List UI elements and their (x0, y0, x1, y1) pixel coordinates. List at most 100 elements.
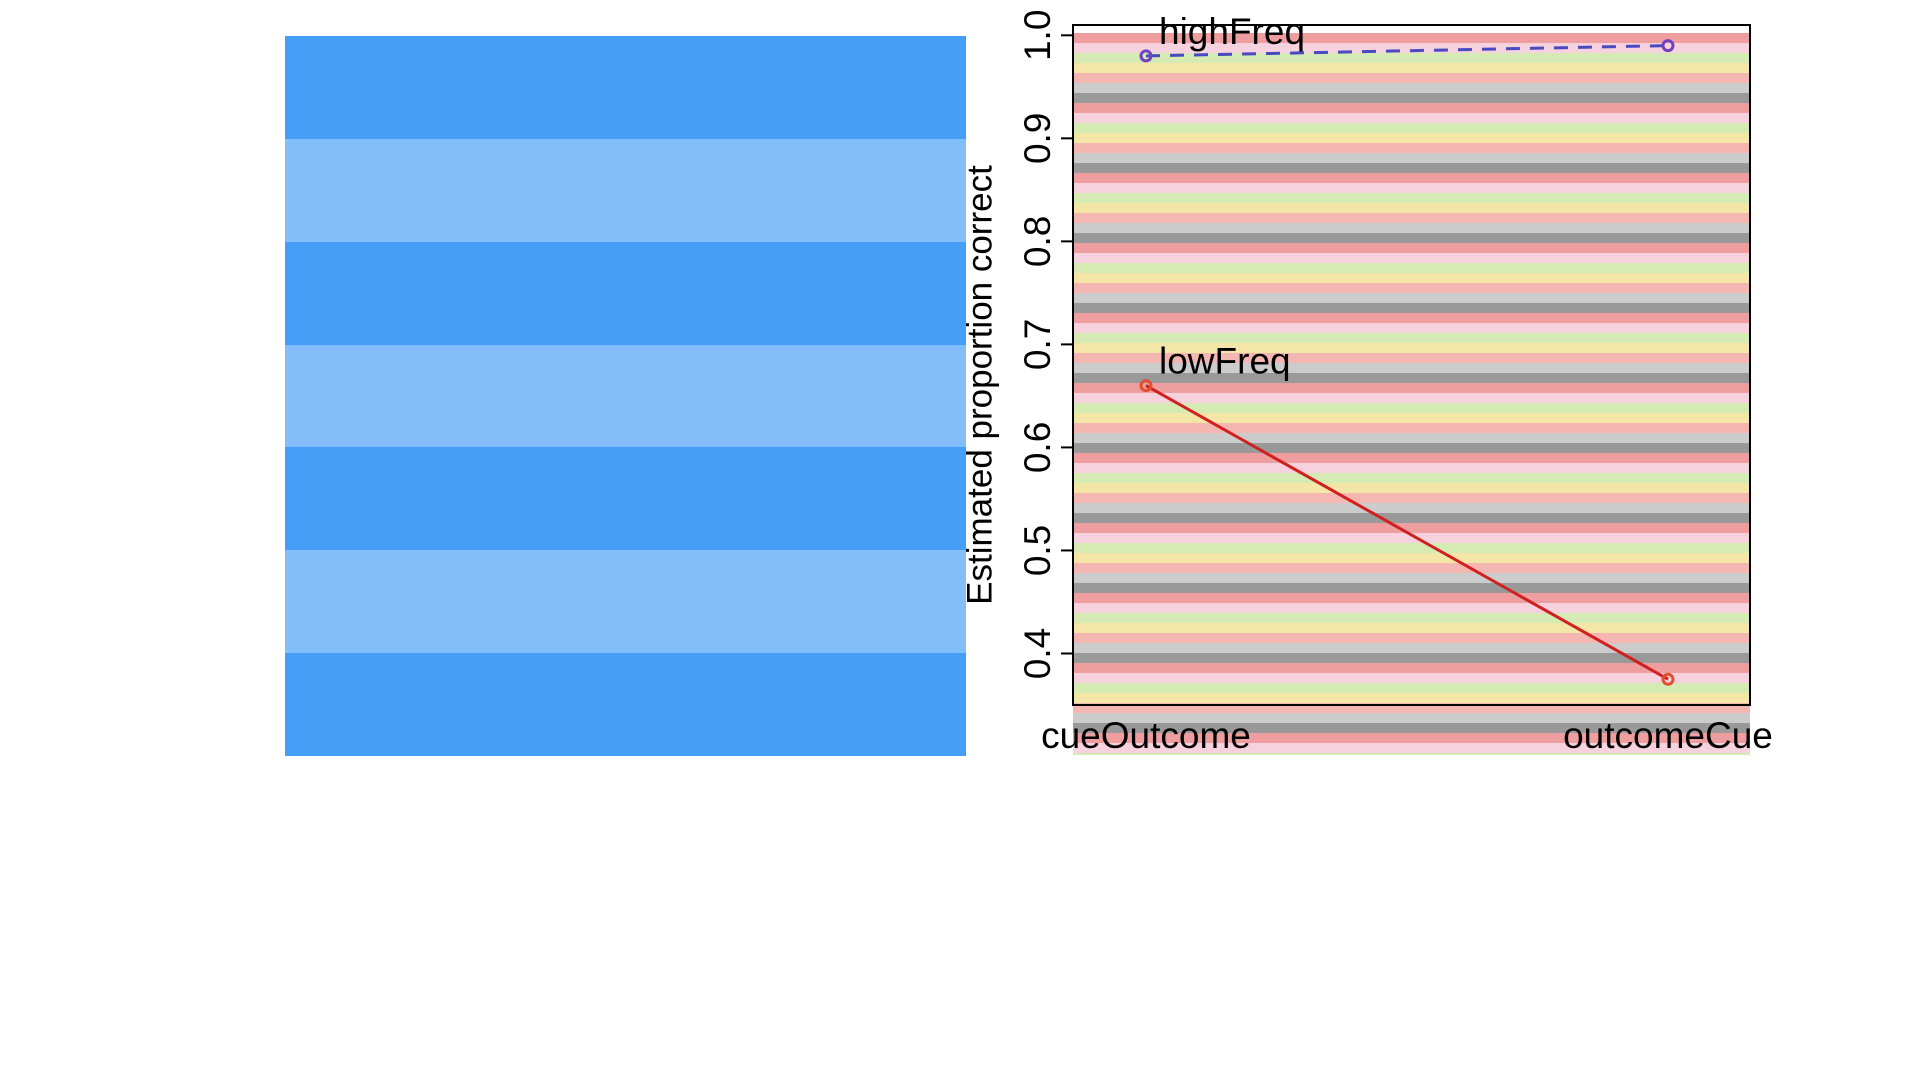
background-band (1073, 343, 1750, 353)
series-line-lowFreq (1145, 384, 1669, 681)
y-tick-label: 0.9 (1017, 113, 1058, 164)
background-band (1073, 523, 1750, 533)
background-band (1073, 233, 1750, 243)
background-band (1073, 733, 1750, 743)
background-band (1073, 183, 1750, 193)
background-band (1073, 353, 1750, 363)
background-band (1073, 623, 1750, 633)
background-band (1073, 383, 1750, 393)
background-band (1073, 703, 1750, 713)
series-label-highFreq: highFreq (1159, 11, 1305, 52)
background-band (1073, 453, 1750, 463)
point-lowFreq-cueOutcome (1139, 379, 1153, 393)
point-highFreq-cueOutcome (1139, 49, 1153, 63)
series-line-highFreq (1145, 44, 1669, 58)
stripe-light-3 (285, 344, 966, 448)
background-band (1073, 533, 1750, 543)
background-band (1073, 543, 1750, 553)
background-band (1073, 643, 1750, 653)
background-band (1073, 443, 1750, 453)
background-band (1073, 423, 1750, 433)
point-lowFreq-outcomeCue (1661, 672, 1675, 686)
stripe-light-1 (285, 138, 966, 242)
background-band (1073, 473, 1750, 483)
background-band (1073, 563, 1750, 573)
background-band (1073, 223, 1750, 233)
background-band (1073, 293, 1750, 303)
background-band (1073, 663, 1750, 673)
background-band (1073, 463, 1750, 473)
background-band (1073, 123, 1750, 133)
background-band (1073, 203, 1750, 213)
background-band (1073, 693, 1750, 703)
background-band (1073, 633, 1750, 643)
background-band (1073, 153, 1750, 163)
x-axis: cueOutcome outcomeCue (1041, 715, 1773, 756)
background-band (1073, 93, 1750, 103)
background-band (1073, 753, 1750, 755)
background-band (1073, 743, 1750, 753)
background-band (1073, 653, 1750, 663)
background-band (1073, 483, 1750, 493)
x-tick-label-cueOutcome: cueOutcome (1041, 715, 1251, 756)
point-highFreq-outcomeCue (1661, 39, 1675, 53)
background-band (1073, 363, 1750, 373)
background-band (1073, 253, 1750, 263)
background-band (1073, 503, 1750, 513)
background-band (1073, 553, 1750, 563)
background-band (1073, 333, 1750, 343)
background-band (1073, 433, 1750, 443)
plot-frame (1072, 24, 1751, 706)
y-tick-label: 0.6 (1017, 422, 1058, 473)
stripe-dark-6 (285, 653, 966, 757)
background-band (1073, 33, 1750, 43)
y-axis: 0.4 0.5 0.6 0.7 0.8 0.9 1.0 (1017, 10, 1073, 679)
background-band (1073, 83, 1750, 93)
background-band (1073, 53, 1750, 63)
background-band (1073, 103, 1750, 113)
background-band (1073, 63, 1750, 73)
background-band (1073, 573, 1750, 583)
x-tick-label-outcomeCue: outcomeCue (1563, 715, 1773, 756)
background-band (1073, 323, 1750, 333)
stripe-dark-0 (285, 36, 966, 139)
blue-stripe-panel (285, 36, 966, 757)
stripe-dark-4 (285, 447, 966, 551)
y-axis-title: Estimated proportion correct (960, 165, 999, 605)
y-tick-label: 0.5 (1017, 525, 1058, 576)
background-band (1073, 113, 1750, 123)
background-band (1073, 403, 1750, 413)
background-band (1073, 173, 1750, 183)
background-band (1073, 603, 1750, 613)
background-band (1073, 313, 1750, 323)
background-band (1073, 683, 1750, 693)
background-band (1073, 193, 1750, 203)
y-tick-label: 0.7 (1017, 319, 1058, 370)
y-tick-label: 0.4 (1017, 628, 1058, 679)
y-tick-label: 0.8 (1017, 216, 1058, 267)
background-band (1073, 243, 1750, 253)
stripe-dark-2 (285, 241, 966, 345)
background-band (1073, 143, 1750, 153)
y-tick-label: 1.0 (1017, 10, 1058, 61)
series-label-lowFreq: lowFreq (1159, 341, 1291, 382)
background-band (1073, 613, 1750, 623)
background-band (1073, 593, 1750, 603)
background-band (1073, 133, 1750, 143)
background-band (1073, 723, 1750, 733)
background-band (1073, 393, 1750, 403)
background-band (1073, 43, 1750, 53)
background-band (1073, 493, 1750, 503)
stripe-light-5 (285, 550, 966, 654)
background-band (1073, 513, 1750, 523)
background-band (1073, 163, 1750, 173)
background-band (1073, 583, 1750, 593)
series-lines: highFreq lowFreq (1139, 11, 1675, 686)
background-band (1073, 303, 1750, 313)
background-band (1073, 73, 1750, 83)
background-band (1073, 713, 1750, 723)
background-band (1073, 263, 1750, 273)
striped-plot-background (1073, 33, 1750, 755)
background-band (1073, 283, 1750, 293)
